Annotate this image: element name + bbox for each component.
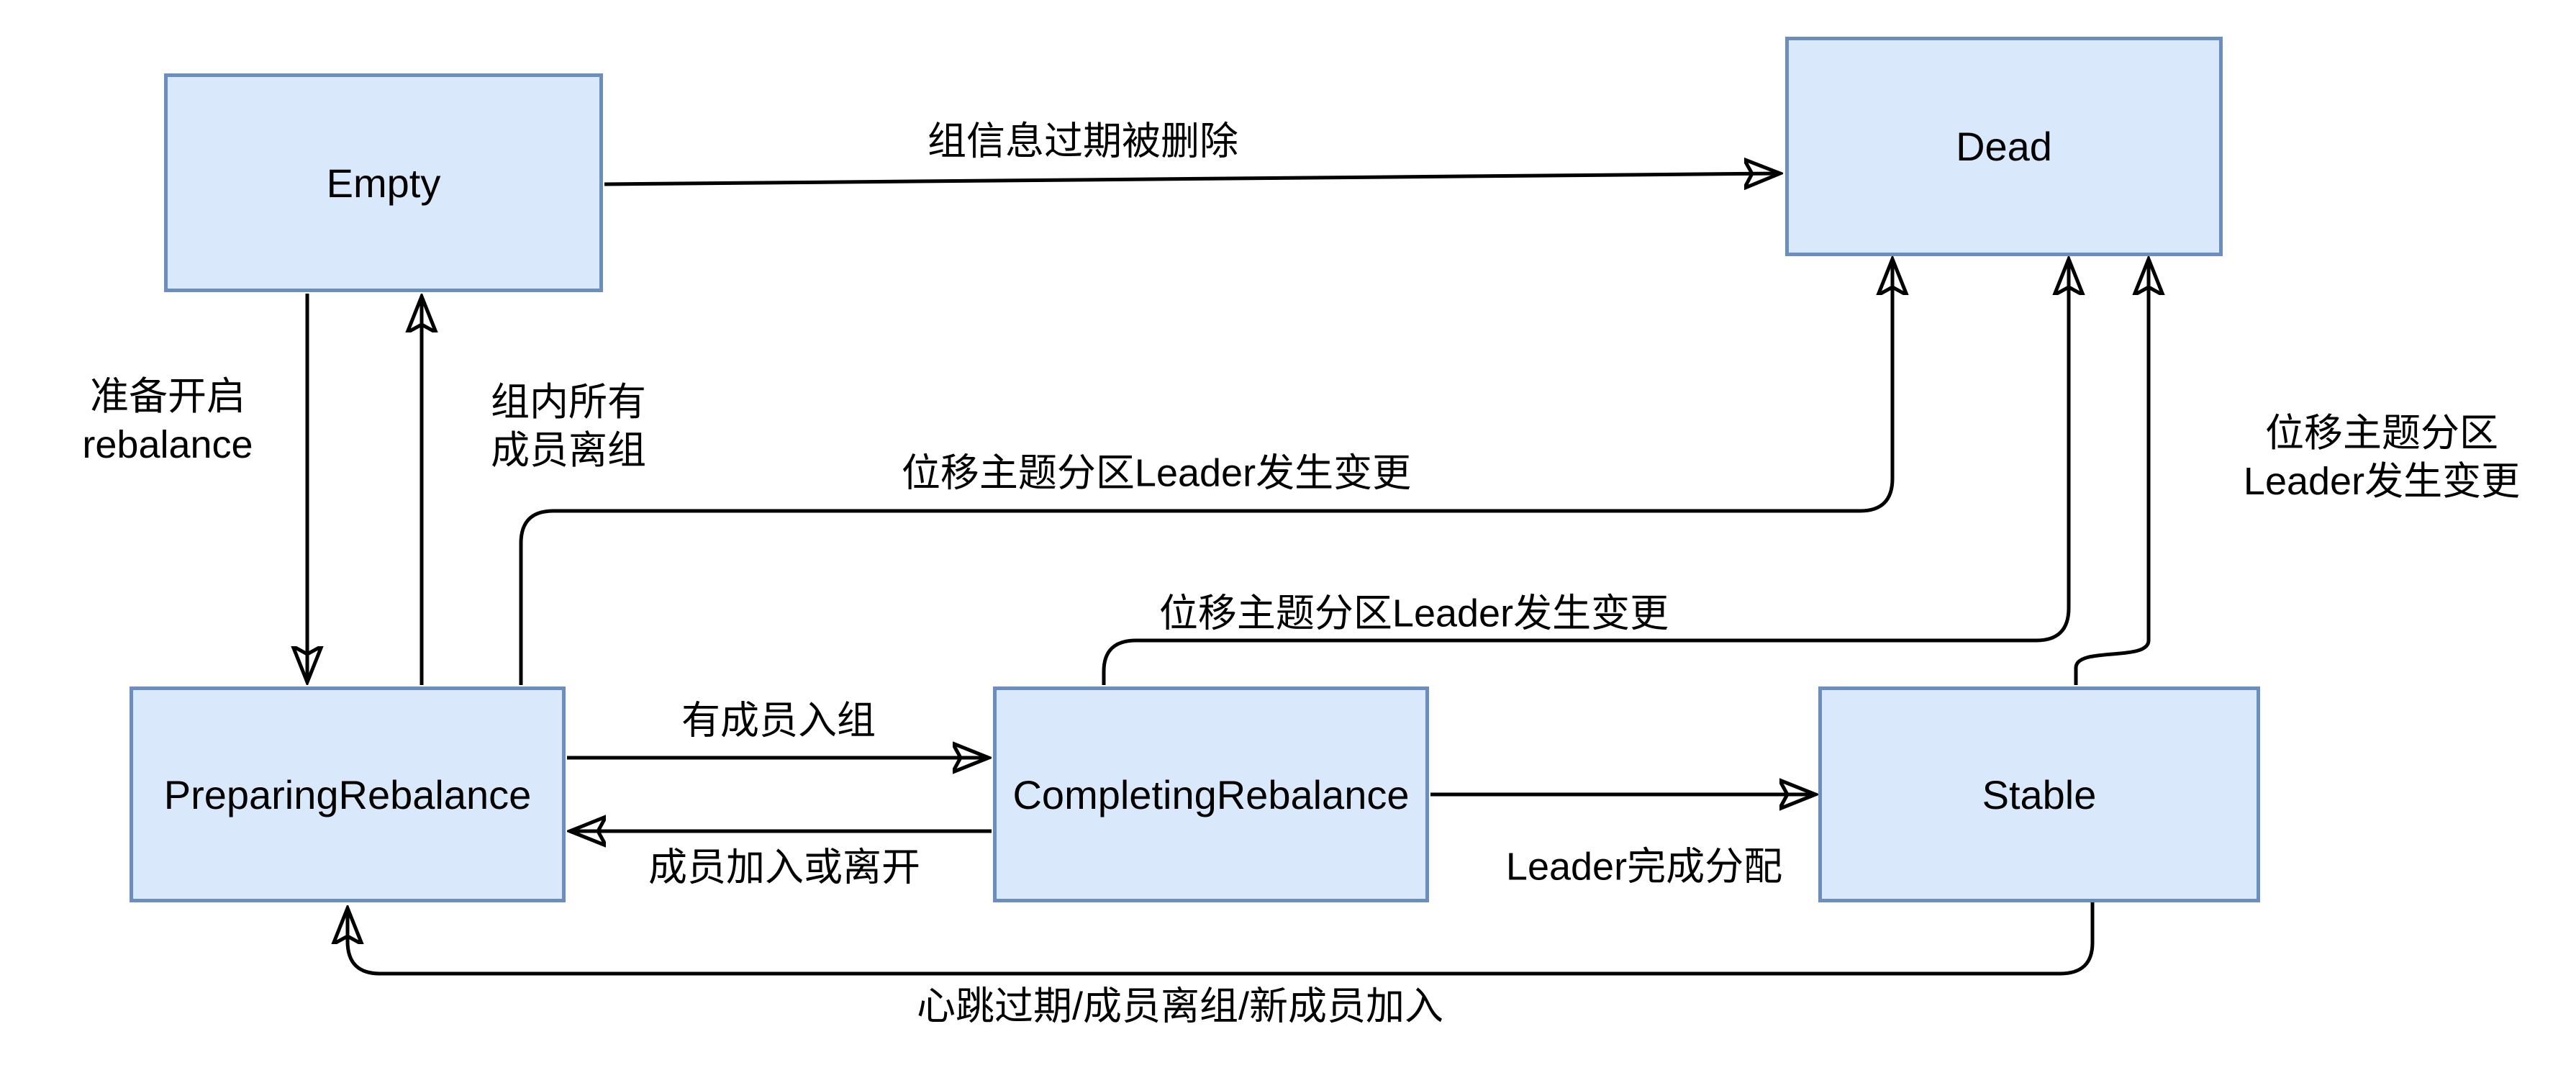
edge-preparing-to-dead xyxy=(519,259,1892,685)
edge-empty-to-dead xyxy=(604,173,1780,184)
edge-label-line: 位移主题分区 xyxy=(2265,412,2498,455)
edge-label-stable-to-dead: 位移主题分区 Leader发生变更 xyxy=(2244,409,2520,506)
edge-label-line: 准备开启 xyxy=(90,375,245,418)
edge-label-line: 组内所有 xyxy=(491,381,646,424)
edge-label-stable-to-preparing: 心跳过期/成员离组/新成员加入 xyxy=(916,984,1444,1028)
edge-stable-to-preparing xyxy=(348,902,2095,976)
node-empty: Empty xyxy=(164,73,603,292)
edge-label-completing-to-dead: 位移主题分区Leader发生变更 xyxy=(1158,592,1669,635)
edge-label-line: rebalance xyxy=(82,423,253,466)
node-preparing-rebalance: PreparingRebalance xyxy=(130,686,566,902)
node-completing-rebalance: CompletingRebalance xyxy=(993,686,1429,902)
edge-label-completing-to-preparing: 成员加入或离开 xyxy=(648,846,920,889)
edge-completing-to-dead xyxy=(1102,259,2069,685)
edge-label-line: 成员离组 xyxy=(491,429,646,472)
edge-label-empty-to-preparing: 准备开启 rebalance xyxy=(82,373,253,469)
edge-label-preparing-to-dead: 位移主题分区Leader发生变更 xyxy=(901,451,1412,495)
edge-label-preparing-to-empty: 组内所有 成员离组 xyxy=(491,379,646,475)
edge-label-preparing-to-completing: 有成员入组 xyxy=(681,699,876,743)
edge-label-empty-to-dead: 组信息过期被删除 xyxy=(928,119,1238,163)
edge-stable-to-dead xyxy=(2074,259,2149,685)
node-dead: Dead xyxy=(1785,37,2223,256)
edge-label-completing-to-stable: Leader完成分配 xyxy=(1505,845,1783,889)
node-stable: Stable xyxy=(1818,686,2260,902)
edge-label-line: Leader发生变更 xyxy=(2243,460,2521,503)
